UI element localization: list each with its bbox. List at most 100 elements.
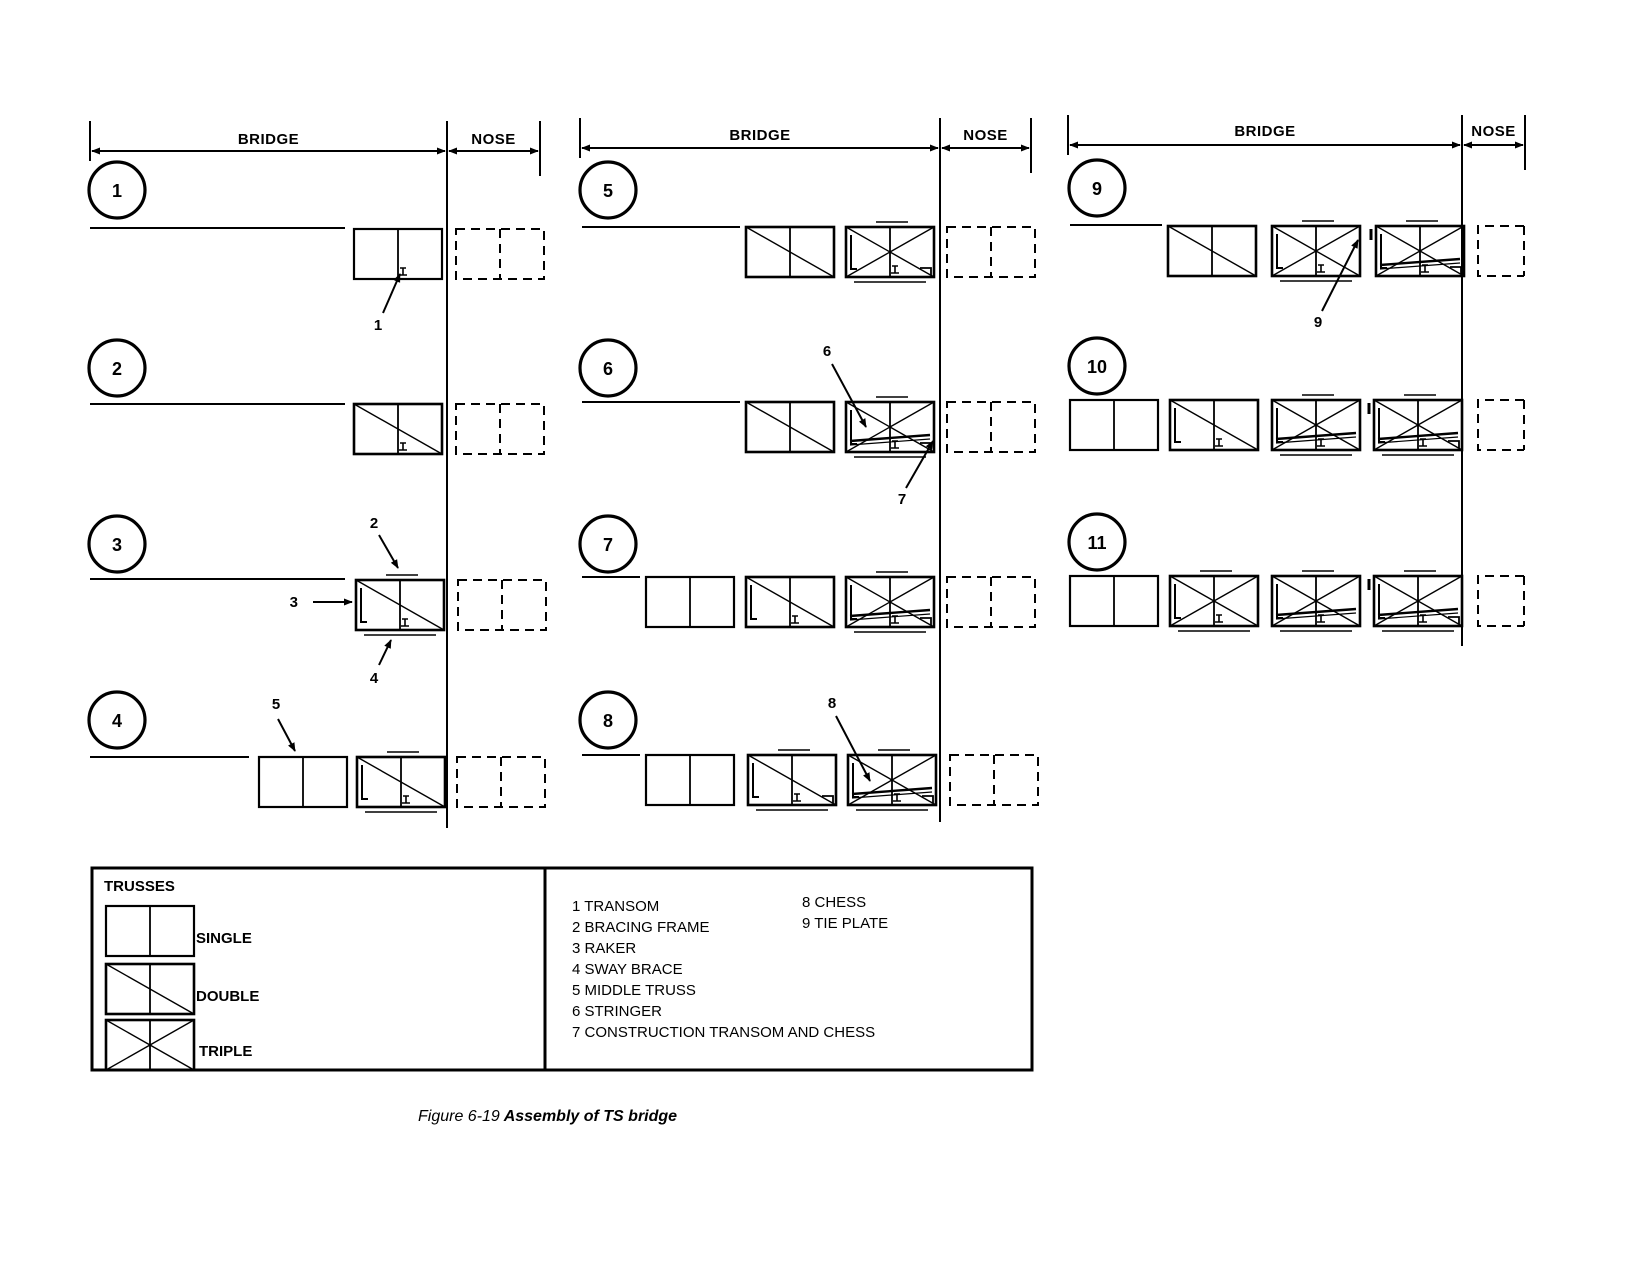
nose-section	[949, 754, 1039, 806]
truss-bay-1	[352, 402, 444, 456]
key-item-5: 5 MIDDLE TRUSS	[572, 982, 696, 999]
step-circle	[1067, 336, 1127, 396]
construction-transom	[1448, 616, 1460, 624]
truss-bay-1	[744, 400, 836, 454]
raker	[1276, 408, 1283, 443]
truss-bay-2	[844, 396, 936, 458]
truss-diagonal	[105, 1019, 195, 1071]
construction-transom	[922, 795, 934, 803]
truss-diagonal	[356, 756, 446, 808]
legend-label-triple: TRIPLE	[199, 1043, 252, 1060]
truss-diagonal	[845, 226, 935, 278]
transom	[1215, 438, 1223, 447]
step-number: 1	[112, 181, 122, 201]
truss-bay-3	[1369, 220, 1466, 278]
truss-bay-1	[352, 227, 444, 281]
truss-diagonal	[105, 963, 195, 1015]
nose-dashed-frame	[1477, 399, 1525, 451]
step-number: 9	[1092, 179, 1102, 199]
step-circle	[1067, 512, 1127, 572]
raker	[750, 585, 757, 620]
step-number: 6	[603, 359, 613, 379]
truss-bay-3	[846, 749, 938, 811]
step-circle	[87, 514, 147, 574]
callout-number: 7	[898, 491, 906, 508]
callout-leader-arrow	[378, 534, 399, 569]
truss-bay-2	[1168, 398, 1260, 452]
transom	[1215, 614, 1223, 623]
chess	[849, 438, 931, 446]
key-item-4: 4 SWAY BRACE	[572, 961, 683, 978]
transom	[891, 265, 899, 274]
callout-leader-arrow	[835, 715, 871, 782]
truss-bay-1	[354, 574, 446, 636]
truss-diagonal	[745, 576, 835, 628]
step-circle	[578, 690, 638, 750]
stringer	[849, 433, 931, 443]
caption-title: Assembly of TS bridge	[503, 1108, 677, 1125]
legend-label-single: SINGLE	[196, 930, 252, 947]
legend-icon-single	[104, 904, 196, 958]
callout-4: 4	[370, 639, 392, 687]
callout-number: 4	[370, 670, 379, 687]
raker	[850, 410, 857, 445]
truss-bay-1	[1166, 224, 1258, 278]
construction-transom	[920, 267, 932, 275]
truss-bay-1	[1068, 574, 1160, 628]
key-item-6: 6 STRINGER	[572, 1003, 662, 1020]
nose-section	[457, 579, 547, 631]
assembly-step-1: 1	[87, 160, 545, 281]
stringer	[1275, 607, 1357, 617]
construction-transom	[920, 617, 932, 625]
raker	[361, 765, 368, 800]
raker	[1378, 584, 1385, 619]
transom	[1317, 264, 1325, 273]
assembly-step-4: 4	[87, 690, 546, 813]
truss-bay-2	[1168, 570, 1260, 632]
raker	[752, 763, 759, 798]
assembly-step-11: 11	[1067, 512, 1525, 632]
step-circle	[87, 160, 147, 220]
figure-caption: Figure 6-19 Assembly of TS bridge	[418, 1108, 677, 1125]
legend-icon-double	[104, 962, 196, 1016]
truss-diagonal	[1167, 225, 1257, 277]
step-number: 7	[603, 535, 613, 555]
truss-diagonal	[745, 401, 835, 453]
callout-number: 2	[370, 515, 378, 532]
truss-diagonal	[747, 754, 837, 806]
key-item-8: 8 CHESS	[802, 894, 866, 911]
stringer	[1377, 431, 1459, 441]
nose-dashed-frame	[1477, 575, 1525, 627]
step-circle	[578, 514, 638, 574]
construction-transom	[1448, 440, 1460, 448]
raker	[1174, 408, 1181, 443]
caption-number: Figure 6-19	[418, 1108, 500, 1125]
nose-section	[946, 401, 1036, 453]
assembly-step-2: 2	[87, 338, 545, 456]
bridge-header-1: BRIDGE	[238, 131, 299, 148]
stringer	[1379, 257, 1461, 267]
nose-section	[1477, 575, 1525, 627]
nose-dashed-frame	[1477, 225, 1525, 277]
callout-number: 5	[272, 696, 280, 713]
step-number: 5	[603, 181, 613, 201]
truss-diagonal	[1271, 225, 1361, 277]
callout-6: 6	[823, 343, 867, 428]
truss-bay-1	[1068, 398, 1160, 452]
callout-leader-arrow	[1321, 239, 1359, 312]
nose-section	[1477, 399, 1525, 451]
legend-panel: TRUSSES SINGLE DOUBLE TRIPLE 1 TRANSOM 2…	[90, 866, 1034, 1072]
step-number: 4	[112, 711, 122, 731]
truss-bay-2	[844, 221, 936, 283]
chess	[1275, 612, 1357, 620]
transom	[791, 615, 799, 624]
truss-bay-1	[644, 753, 736, 807]
truss-diagonal	[745, 226, 835, 278]
assembly-step-10: 10	[1067, 336, 1525, 456]
transom	[399, 442, 407, 451]
transom	[401, 618, 409, 627]
nose-section	[455, 403, 545, 455]
